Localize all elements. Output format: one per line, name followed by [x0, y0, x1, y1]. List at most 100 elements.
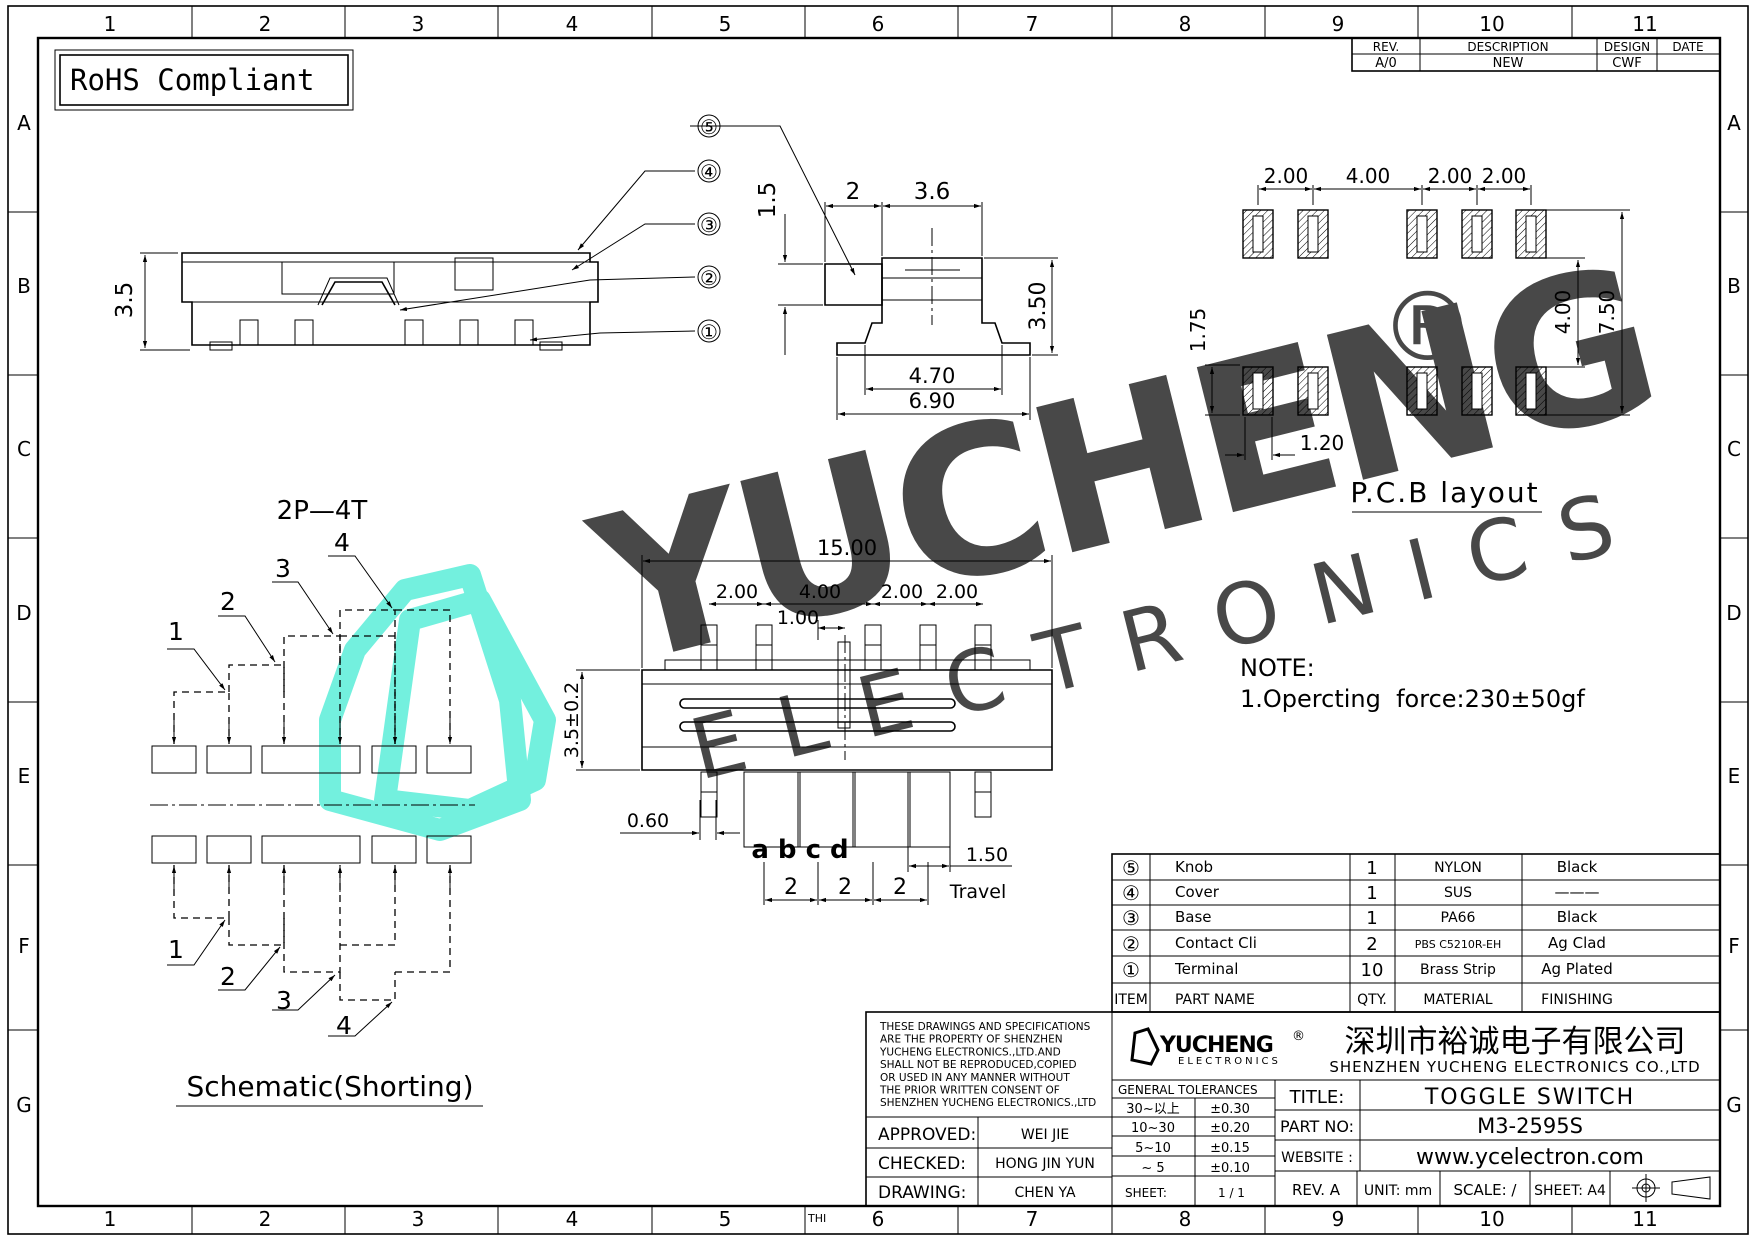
front-dim-0-60: 0.60 — [627, 810, 669, 832]
column-label-bottom: 8 — [1179, 1207, 1192, 1231]
bom-finish: Ag Plated — [1541, 960, 1613, 978]
end-dim-3-50: 3.50 — [1026, 282, 1051, 331]
bom-qty: 1 — [1366, 883, 1377, 904]
design-header: DESIGN — [1604, 40, 1650, 54]
copyright-line: YUCHENG ELECTRONICS.,LTD.AND — [879, 1046, 1061, 1058]
pcb-pad-hole — [1525, 372, 1537, 410]
bom-finish: Black — [1557, 858, 1598, 876]
watermark-registered: ® — [1380, 273, 1475, 383]
schematic-arrows — [171, 718, 453, 892]
row-label-left: G — [16, 1093, 32, 1117]
pcb-layout-label: P.C.B layout — [1350, 476, 1539, 509]
pcb-pad-hole — [1252, 372, 1264, 410]
row-label-right: B — [1727, 274, 1741, 298]
column-label-bottom: 4 — [566, 1207, 579, 1231]
column-label-bottom: 5 — [719, 1207, 732, 1231]
column-label-bottom: 7 — [1026, 1207, 1039, 1231]
drawing-label: DRAWING: — [878, 1183, 966, 1203]
column-label-bottom: 1 — [104, 1207, 117, 1231]
column-label-bottom: 3 — [412, 1207, 425, 1231]
end-dim-3-6: 3.6 — [914, 179, 951, 205]
column-label-top: 8 — [1179, 12, 1192, 36]
design-value: CWF — [1612, 56, 1641, 71]
column-label-top: 2 — [259, 12, 272, 36]
thi-label: THI — [807, 1212, 826, 1225]
column-label-top: 7 — [1026, 12, 1039, 36]
balloon-1: ① — [697, 319, 721, 344]
logo-registered: ® — [1292, 1029, 1305, 1044]
row-label-left: D — [16, 601, 31, 625]
schematic-bottom-2: 2 — [220, 962, 236, 991]
description-header: DESCRIPTION — [1467, 40, 1548, 54]
bom-part-name: Contact Cli — [1175, 934, 1257, 952]
schematic-top-4: 4 — [334, 528, 350, 557]
bom-material: PBS C5210R-EH — [1415, 938, 1502, 951]
approved-label: APPROVED: — [878, 1125, 976, 1145]
front-dim-top-2: 4.00 — [799, 581, 841, 603]
column-label-top: 3 — [412, 12, 425, 36]
bom-header-finish: FINISHING — [1541, 992, 1613, 1008]
svg-text:①: ① — [700, 320, 718, 344]
part-label: PART NO: — [1280, 1117, 1354, 1136]
row-label-right: G — [1726, 1093, 1742, 1117]
front-contact — [852, 771, 911, 848]
column-label-top: 10 — [1479, 12, 1504, 36]
front-dim-top-3: 2.00 — [881, 581, 923, 603]
front-pin-top — [974, 624, 992, 671]
bom-qty: 1 — [1366, 858, 1377, 879]
bom-header-name: PART NAME — [1175, 992, 1255, 1008]
bom-part-name: Knob — [1175, 858, 1213, 876]
tol-value-1: ±0.30 — [1210, 1102, 1250, 1117]
pcb-pad-hole — [1307, 215, 1319, 253]
bom-qty: 1 — [1366, 908, 1377, 929]
front-dim-1-50: 1.50 — [966, 844, 1008, 866]
front-positions: a b c d — [751, 835, 848, 865]
pcb-pads — [1242, 209, 1547, 416]
front-pin-bottom — [700, 771, 718, 818]
rev-header: REV. — [1373, 40, 1399, 54]
row-label-right: D — [1726, 601, 1741, 625]
front-pitch-3: 2 — [893, 875, 907, 900]
pcb-dim-top-1: 2.00 — [1264, 164, 1309, 188]
front-dim-height: 3.5±0.2 — [561, 682, 583, 758]
bom-material: SUS — [1444, 885, 1472, 901]
bom-material: NYLON — [1434, 860, 1482, 876]
balloon-5: ⑤ — [697, 114, 721, 139]
bom-part-name: Cover — [1175, 883, 1220, 901]
column-label-top: 1 — [104, 12, 117, 36]
row-label-left: F — [18, 934, 30, 958]
pcb-pad-hole — [1471, 372, 1483, 410]
pcb-pad-hole — [1471, 215, 1483, 253]
rev-value: A/0 — [1375, 56, 1397, 71]
front-contact — [797, 771, 856, 848]
row-label-right: F — [1728, 934, 1740, 958]
front-pins-bottom — [700, 771, 992, 848]
tol-value-3: ±0.15 — [1210, 1141, 1250, 1156]
front-pin-bottom — [974, 771, 992, 818]
schematic-bottom-4: 4 — [336, 1011, 352, 1040]
copyright-line: THE PRIOR WRITTEN CONSENT OF — [879, 1085, 1060, 1097]
bom-qty: 10 — [1361, 960, 1384, 981]
column-label-bottom: 6 — [872, 1207, 885, 1231]
website-value[interactable]: www.ycelectron.com — [1416, 1145, 1644, 1170]
pcb-dim-top-3: 2.00 — [1428, 164, 1473, 188]
bom-qty: 2 — [1366, 934, 1377, 955]
front-contact — [907, 771, 951, 848]
unit-label: UNIT: mm — [1364, 1183, 1432, 1199]
front-pin-top — [864, 624, 882, 671]
bom-finish: Ag Clad — [1548, 934, 1606, 952]
front-pitch-2: 2 — [838, 875, 852, 900]
row-label-right: C — [1727, 437, 1741, 461]
company-name-en: SHENZHEN YUCHENG ELECTRONICS CO.,LTD — [1329, 1058, 1700, 1076]
projection-symbol-icon — [1632, 1174, 1711, 1202]
front-pitch-1: 2 — [784, 875, 798, 900]
front-dim-1-00: 1.00 — [777, 607, 819, 629]
company-name-cn: 深圳市裕诚电子有限公司 — [1345, 1024, 1686, 1060]
schematic-top-1: 1 — [168, 617, 184, 646]
